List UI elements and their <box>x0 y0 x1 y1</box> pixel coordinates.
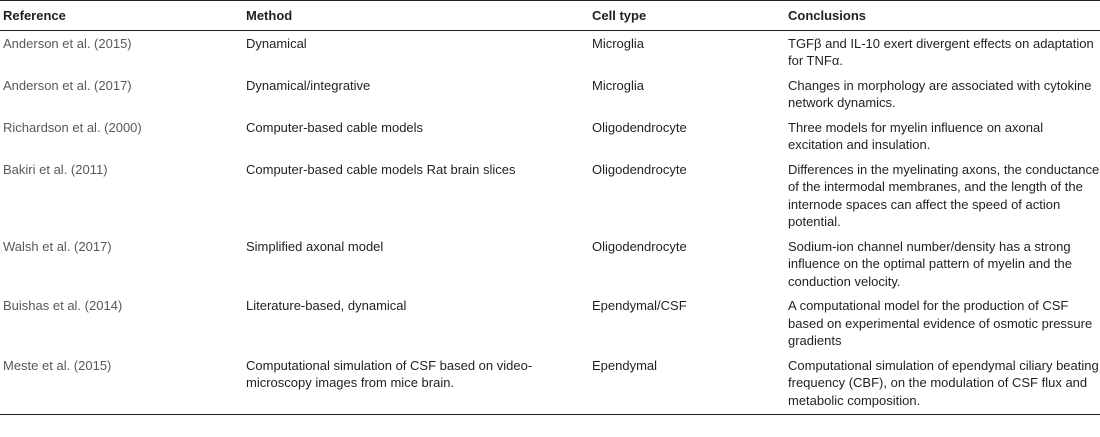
reference-table-container: Reference Method Cell type Conclusions A… <box>0 0 1100 415</box>
cell-reference: Buishas et al. (2014) <box>3 298 123 313</box>
cell-conclusions: Sodium-ion channel number/density has a … <box>788 238 1073 289</box>
cell-cell-type: Oligodendrocyte <box>592 119 687 135</box>
table-row: Walsh et al. (2017) Simplified axonal mo… <box>0 234 1100 294</box>
table-body: Anderson et al. (2015) Dynamical Microgl… <box>0 30 1100 415</box>
cell-conclusions: Changes in morphology are associated wit… <box>788 77 1092 111</box>
cell-cell-type: Ependymal/CSF <box>592 298 687 313</box>
header-conclusions: Conclusions <box>788 8 867 23</box>
table-row: Meste et al. (2015) Computational simula… <box>0 353 1100 415</box>
reference-table: Reference Method Cell type Conclusions A… <box>0 0 1100 415</box>
cell-cell-type: Oligodendrocyte <box>592 238 687 254</box>
cell-reference: Anderson et al. (2015) <box>3 35 132 51</box>
cell-method: Computational simulation of CSF based on… <box>246 357 533 391</box>
cell-reference: Meste et al. (2015) <box>3 357 112 373</box>
cell-reference: Bakiri et al. (2011) <box>3 161 108 177</box>
cell-method: Dynamical/integrative <box>246 77 371 93</box>
header-method: Method <box>246 8 293 23</box>
header-reference: Reference <box>3 8 66 23</box>
cell-method: Computer-based cable models Rat brain sl… <box>246 161 516 177</box>
header-row: Reference Method Cell type Conclusions <box>0 0 1100 30</box>
table-header: Reference Method Cell type Conclusions <box>0 0 1100 30</box>
cell-reference: Walsh et al. (2017) <box>3 238 112 254</box>
table-row: Anderson et al. (2015) Dynamical Microgl… <box>0 30 1100 73</box>
cell-method: Dynamical <box>246 35 307 51</box>
table-row: Buishas et al. (2014) Literature-based, … <box>0 293 1100 353</box>
table-row: Bakiri et al. (2011) Computer-based cabl… <box>0 157 1100 234</box>
cell-reference: Richardson et al. (2000) <box>3 119 142 135</box>
cell-conclusions: Differences in the myelinating axons, th… <box>788 161 1100 230</box>
cell-method: Simplified axonal model <box>246 238 384 254</box>
cell-conclusions: TGFβ and IL-10 exert divergent effects o… <box>788 35 1094 69</box>
cell-conclusions: Computational simulation of ependymal ci… <box>788 357 1099 408</box>
cell-reference: Anderson et al. (2017) <box>3 77 132 93</box>
table-row: Richardson et al. (2000) Computer-based … <box>0 115 1100 157</box>
cell-cell-type: Microglia <box>592 77 645 93</box>
cell-conclusions: Three models for myelin influence on axo… <box>788 119 1044 153</box>
cell-conclusions: A computational model for the production… <box>788 298 1093 348</box>
cell-cell-type: Oligodendrocyte <box>592 161 687 177</box>
cell-cell-type: Ependymal <box>592 357 658 373</box>
table-row: Anderson et al. (2017) Dynamical/integra… <box>0 73 1100 115</box>
cell-method: Computer-based cable models <box>246 119 424 135</box>
cell-cell-type: Microglia <box>592 35 645 51</box>
header-cell-type: Cell type <box>592 8 647 23</box>
cell-method: Literature-based, dynamical <box>246 298 407 313</box>
